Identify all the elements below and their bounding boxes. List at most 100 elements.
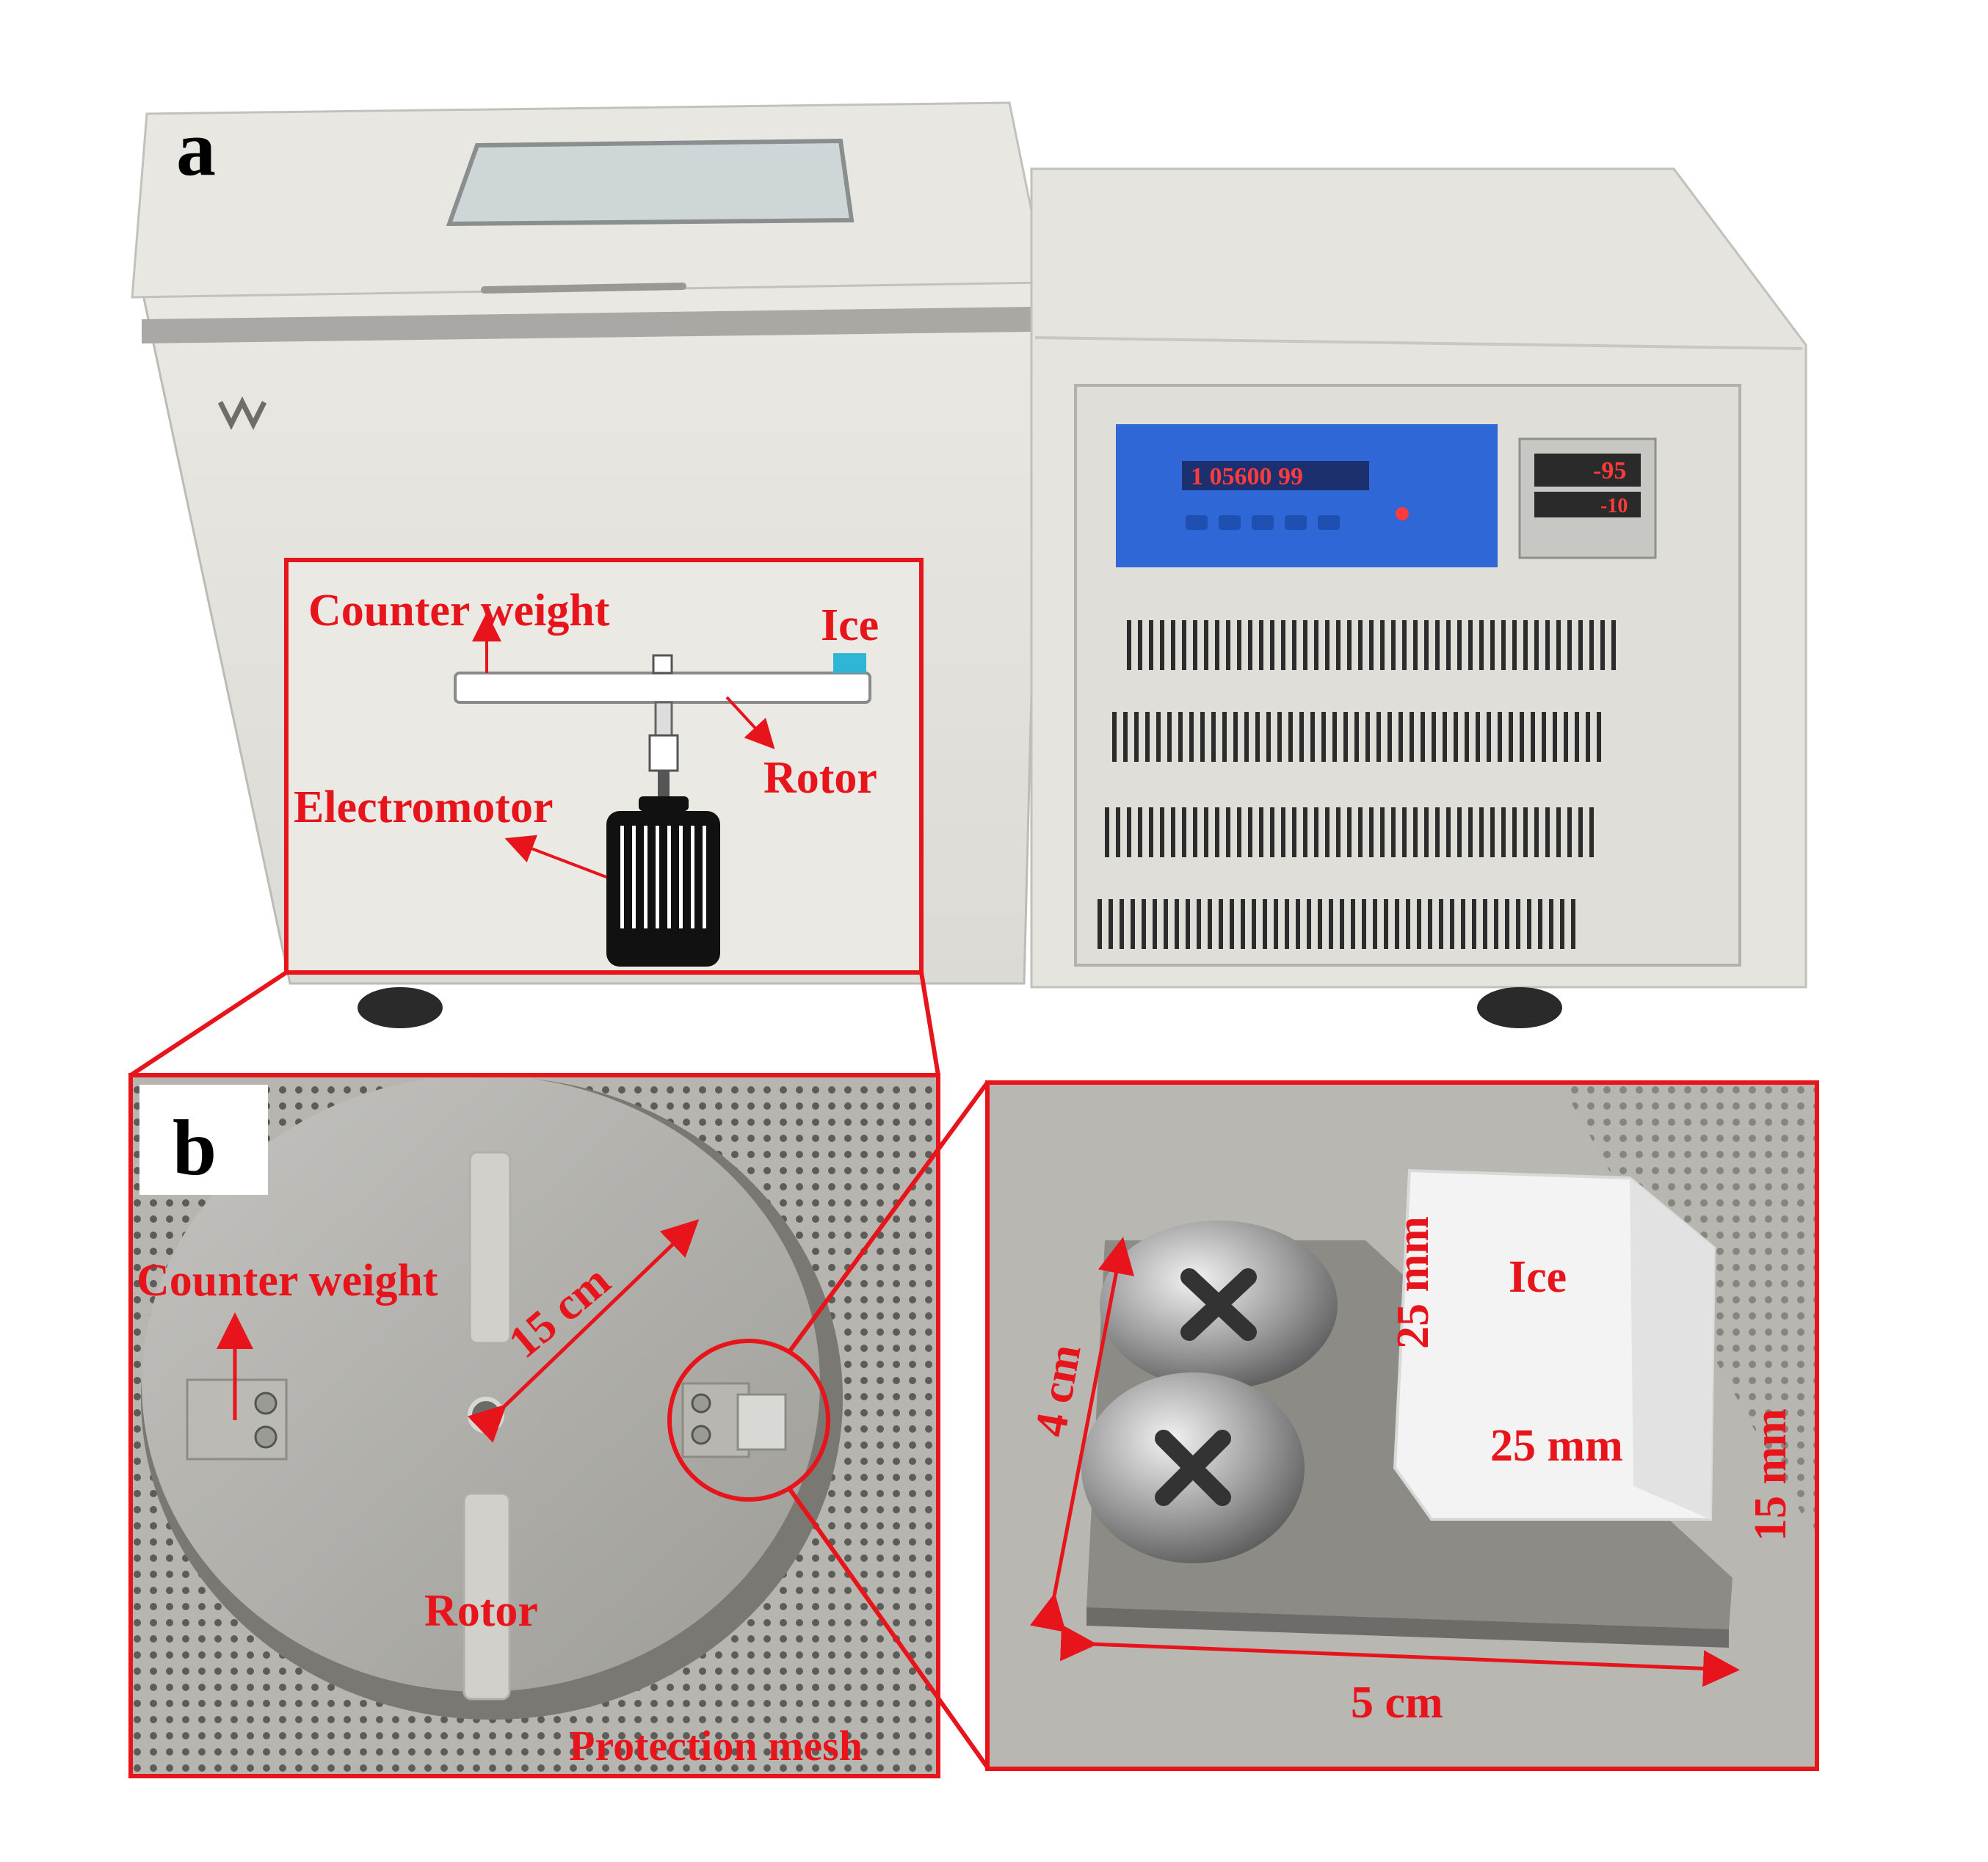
- vent-slot: [1498, 712, 1502, 762]
- vent-slot: [1219, 899, 1223, 949]
- vent-slot: [1131, 899, 1135, 949]
- label-25mm-horizontal: 25 mm: [1490, 1421, 1623, 1471]
- vent-slot: [1417, 899, 1421, 949]
- vent-slot: [1358, 807, 1363, 857]
- vent-slot: [1523, 807, 1528, 857]
- vent-slot: [1175, 899, 1179, 949]
- vent-slot: [1241, 899, 1245, 949]
- motor-fin: [667, 826, 671, 928]
- vent-slot: [1578, 620, 1583, 670]
- vent-slot: [1303, 807, 1307, 857]
- vent-slot: [1589, 620, 1594, 670]
- label-rotor-a: Rotor: [763, 753, 877, 803]
- arrow-4cm: [1029, 1237, 1135, 1632]
- vent-slot: [1204, 807, 1208, 857]
- rotor-slot-top: [468, 1151, 512, 1345]
- motor-fins: [620, 826, 706, 928]
- vent-slot: [1399, 712, 1403, 762]
- panel-label-b-box: [139, 1085, 268, 1195]
- label-counter-weight-a: Counter weight: [308, 586, 610, 636]
- vent-slot: [1318, 899, 1322, 949]
- vent-slot: [1567, 807, 1572, 857]
- vent-slot: [1487, 712, 1491, 762]
- vent-slot: [1351, 899, 1355, 949]
- vent-slot: [1164, 899, 1168, 949]
- machine-foot: [1477, 987, 1562, 1028]
- screw-cross-upper: [1180, 1268, 1257, 1341]
- vent-slot: [1186, 899, 1190, 949]
- vent-slot: [1215, 807, 1219, 857]
- vent-slot: [1413, 807, 1418, 857]
- vent-slot: [1310, 712, 1315, 762]
- vent-slot: [1142, 899, 1146, 949]
- vent-slot: [1490, 620, 1495, 670]
- vent-slot: [1109, 899, 1113, 949]
- vent-slot: [1457, 807, 1462, 857]
- vent-slot: [1483, 899, 1487, 949]
- vent-slot: [1560, 899, 1564, 949]
- arrow-rotor-a: [725, 696, 775, 749]
- lid-handle: [481, 283, 686, 294]
- vent-slot: [1182, 807, 1186, 857]
- vent-slot: [1358, 620, 1363, 670]
- zoom-circle: [667, 1339, 830, 1502]
- vent-slot: [1325, 807, 1329, 857]
- vent-slot: [1553, 712, 1557, 762]
- vent-slot: [1468, 620, 1473, 670]
- label-ice-c: Ice: [1509, 1252, 1567, 1302]
- vent-slot: [1556, 807, 1561, 857]
- vent-slot: [1134, 712, 1139, 762]
- vent-slot: [1410, 712, 1414, 762]
- label-25mm-vertical: 25 mm: [1388, 1216, 1438, 1349]
- vent-slot: [1435, 620, 1440, 670]
- vent-slot: [1281, 620, 1285, 670]
- vent-slot: [1395, 899, 1399, 949]
- vent-slot: [1296, 899, 1300, 949]
- vent-slot: [1127, 620, 1131, 670]
- motor-fin: [656, 826, 659, 928]
- vent-slot: [1120, 899, 1124, 949]
- motor-fin: [632, 826, 636, 928]
- panel-b-frame: [128, 1073, 940, 1778]
- machine-foot: [358, 987, 443, 1028]
- vent-slot: [1178, 712, 1183, 762]
- vent-slot: [1380, 620, 1385, 670]
- vent-slot: [1564, 712, 1568, 762]
- control-button: [1186, 515, 1208, 530]
- vent-slot: [1424, 807, 1429, 857]
- vent-slot: [1421, 712, 1425, 762]
- vent-slot: [1545, 620, 1550, 670]
- vent-slot: [1439, 899, 1443, 949]
- control-button: [1318, 515, 1340, 530]
- vent-slot: [1288, 712, 1293, 762]
- vent-slot: [1171, 807, 1175, 857]
- schematic-frame: [284, 558, 924, 975]
- vent-slot: [1325, 620, 1329, 670]
- vent-slot: [1343, 712, 1348, 762]
- control-buttons-row: [1186, 515, 1340, 530]
- vent-slot: [1380, 807, 1385, 857]
- vent-slot: [1589, 807, 1594, 857]
- vent-slot: [1307, 899, 1311, 949]
- vent-slot: [1376, 712, 1381, 762]
- vent-slot: [1373, 899, 1377, 949]
- vent-slot: [1465, 712, 1469, 762]
- vent-slot: [1336, 620, 1341, 670]
- vent-slot: [1365, 712, 1370, 762]
- vent-slot: [1391, 807, 1396, 857]
- panel-label-a: a: [176, 105, 216, 192]
- vent-slot: [1274, 899, 1278, 949]
- schematic-rotor-bar: [454, 672, 871, 704]
- vent-slot: [1215, 620, 1219, 670]
- vent-slot: [1303, 620, 1307, 670]
- vent-slot: [1098, 899, 1102, 949]
- vent-slot: [1230, 899, 1234, 949]
- vent-slot: [1270, 620, 1274, 670]
- vent-slot: [1384, 899, 1388, 949]
- vent-slot: [1208, 899, 1212, 949]
- vent-slot: [1237, 807, 1241, 857]
- ice-holder-screw: [691, 1425, 711, 1445]
- steel-strip: [142, 307, 1031, 343]
